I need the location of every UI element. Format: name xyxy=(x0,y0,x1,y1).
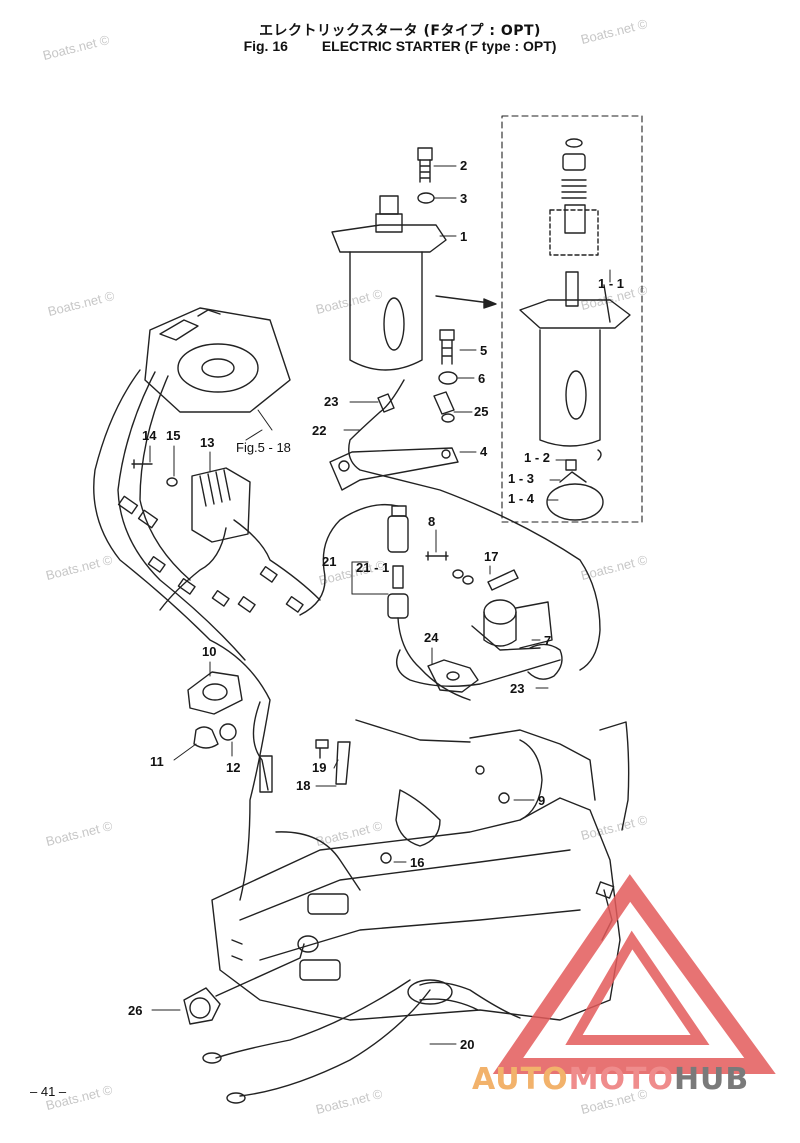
callout-9: 9 xyxy=(538,793,545,808)
callout-1: 1 xyxy=(460,229,467,244)
callout-1-2: 1 - 2 xyxy=(524,450,550,465)
engine-block xyxy=(211,729,621,1021)
callout-14: 14 xyxy=(142,428,157,443)
callout-18: 18 xyxy=(296,778,310,793)
logo-part-auto: AUTO xyxy=(472,1062,569,1097)
explode-arrow xyxy=(435,295,491,304)
logo-part-hub: HUB xyxy=(673,1062,750,1097)
callout-16: 16 xyxy=(410,855,424,870)
collar-25 xyxy=(433,391,455,415)
brand-logo-triangle xyxy=(492,874,776,1074)
reference-label: Fig.5 - 18 xyxy=(236,440,291,455)
bolt-8 xyxy=(425,551,449,561)
logo-part-moto: MOTO xyxy=(568,1062,674,1097)
callout-20: 20 xyxy=(460,1037,474,1052)
callout-23a: 23 xyxy=(324,394,338,409)
cable-22 xyxy=(348,379,601,671)
ground-lead-18 xyxy=(335,741,351,785)
leader-lines xyxy=(149,165,611,1045)
title-japanese: エレクトリックスタータ (Fタイプ : OPT) xyxy=(259,23,541,39)
clip-11 xyxy=(193,726,219,749)
callout-10: 10 xyxy=(202,644,216,659)
pinion-assembly xyxy=(549,138,599,256)
starter-motor xyxy=(331,195,447,371)
callout-21-1: 21 - 1 xyxy=(356,560,389,575)
bolt-2 xyxy=(417,147,433,183)
callout-24: 24 xyxy=(424,630,439,645)
figure-label: Fig. 16 xyxy=(243,38,288,54)
starter-exploded xyxy=(519,271,631,521)
washer-6 xyxy=(438,371,458,385)
callout-1-1: 1 - 1 xyxy=(598,276,624,291)
stator-assembly xyxy=(144,307,291,413)
callout-1-3: 1 - 3 xyxy=(508,471,534,486)
screw-19 xyxy=(315,739,329,759)
callout-6: 6 xyxy=(478,371,485,386)
connector-21 xyxy=(387,505,409,619)
battery-cables-20 xyxy=(202,979,521,1104)
callout-17: 17 xyxy=(484,549,498,564)
figure-title: ELECTRIC STARTER (F type : OPT) xyxy=(321,38,557,54)
washer-12 xyxy=(219,723,237,741)
callout-25: 25 xyxy=(474,404,488,419)
cover-24 xyxy=(427,659,479,693)
starter-relay-7 xyxy=(471,599,553,651)
callout-8: 8 xyxy=(428,514,435,529)
callout-4: 4 xyxy=(480,444,488,459)
callout-15: 15 xyxy=(166,428,180,443)
title-english: Fig. 16 ELECTRIC STARTER (F type : OPT) xyxy=(0,38,800,54)
washer-3 xyxy=(417,192,435,204)
callout-2: 2 xyxy=(460,158,467,173)
brand-logo-text: AUTOMOTOHUB xyxy=(472,1062,749,1097)
page-number: – 41 – xyxy=(30,1084,67,1099)
bolt-5 xyxy=(439,329,455,365)
callout-12: 12 xyxy=(226,760,240,775)
terminal-cover-23 xyxy=(527,643,563,680)
callout-7: 7 xyxy=(544,633,551,648)
callout-22: 22 xyxy=(312,423,326,438)
terminal-17 xyxy=(487,569,519,591)
callout-1-4: 1 - 4 xyxy=(508,491,535,506)
callout-13: 13 xyxy=(200,435,214,450)
callout-19: 19 xyxy=(312,760,326,775)
callout-23b: 23 xyxy=(510,681,524,696)
callout-3: 3 xyxy=(460,191,467,206)
callout-26: 26 xyxy=(128,1003,142,1018)
callout-21: 21 xyxy=(322,554,336,569)
callout-5: 5 xyxy=(480,343,487,358)
bracket-4 xyxy=(329,447,459,491)
rectifier-13 xyxy=(191,467,251,543)
switch-10 xyxy=(187,671,243,715)
washer-15 xyxy=(166,477,178,487)
cable-bundle xyxy=(93,369,271,901)
callout-11: 11 xyxy=(150,754,164,769)
exploded-view-box xyxy=(501,115,643,523)
plug-26 xyxy=(183,935,319,1025)
screw-14 xyxy=(131,459,153,469)
